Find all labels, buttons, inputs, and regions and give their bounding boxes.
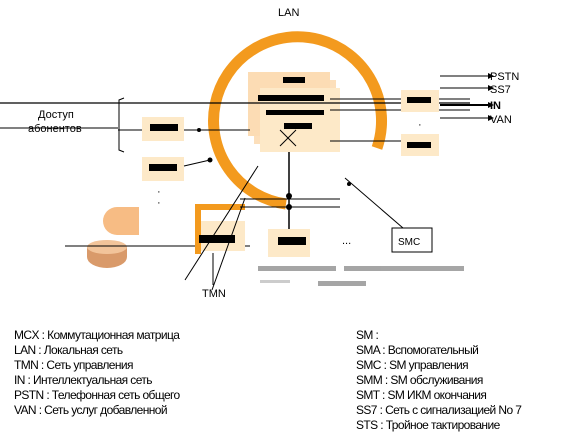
van-label: VAN: [490, 114, 512, 126]
access-label-line2: абонентов: [28, 123, 82, 135]
tmn-label: TMN: [202, 288, 226, 300]
legend-item: SMM : SM обслуживания: [356, 373, 483, 387]
dots-label: ...: [342, 235, 351, 247]
legend-item: SMC : SM управления: [356, 358, 469, 372]
bottom-center-module: [268, 229, 310, 257]
garbled-text: [258, 266, 464, 286]
legend-item: SMT : SM ИКМ окончания: [356, 388, 487, 402]
access-module-top: [142, 117, 184, 141]
right-module-top: [401, 90, 439, 112]
legend-left: MCX : Коммутационная матрица LAN : Локал…: [14, 328, 180, 418]
legend-item: TMN : Сеть управления: [14, 358, 133, 372]
access-module-bottom: [142, 157, 184, 181]
svg-text:·: ·: [418, 119, 422, 131]
access-label-line1: Доступ: [38, 109, 74, 121]
phone-icon: [87, 207, 139, 268]
legend-item: SMA : Вспомогательный: [356, 343, 479, 357]
legend-item: PSTN : Телефонная сеть общего: [14, 388, 180, 402]
legend-item: LAN : Локальная сеть: [14, 343, 123, 357]
smc-label: SMC: [398, 237, 420, 248]
svg-text:·: ·: [157, 197, 161, 209]
legend-item: MCX : Коммутационная матрица: [14, 328, 180, 342]
ss7-label: SS7: [490, 84, 511, 96]
legend-item: SS7 : Сеть с сигнализацией No 7: [356, 403, 522, 417]
legend-item: IN : Интеллектуальная сеть: [14, 373, 153, 387]
legend-right: SM : SMA : Вспомогательный SMC : SM упра…: [356, 328, 522, 433]
mcx-block: [248, 72, 340, 152]
tmn-module: [195, 204, 245, 254]
exchange-architecture-diagram: LAN PSTN SS7 IN VAN · Доступ аб: [0, 7, 519, 300]
lan-ring: [208, 31, 387, 210]
in-label: IN: [490, 100, 501, 112]
legend-item: STS : Тройное тактирование: [356, 418, 500, 432]
legend-item: SM :: [356, 328, 379, 342]
right-module-bottom: [401, 134, 439, 156]
svg-text:·: ·: [157, 186, 161, 198]
legend-item: VAN : Сеть услуг добавленной: [14, 403, 168, 417]
pstn-label: PSTN: [490, 71, 519, 83]
lan-label: LAN: [278, 7, 299, 19]
smc-box: SMC: [391, 227, 433, 253]
